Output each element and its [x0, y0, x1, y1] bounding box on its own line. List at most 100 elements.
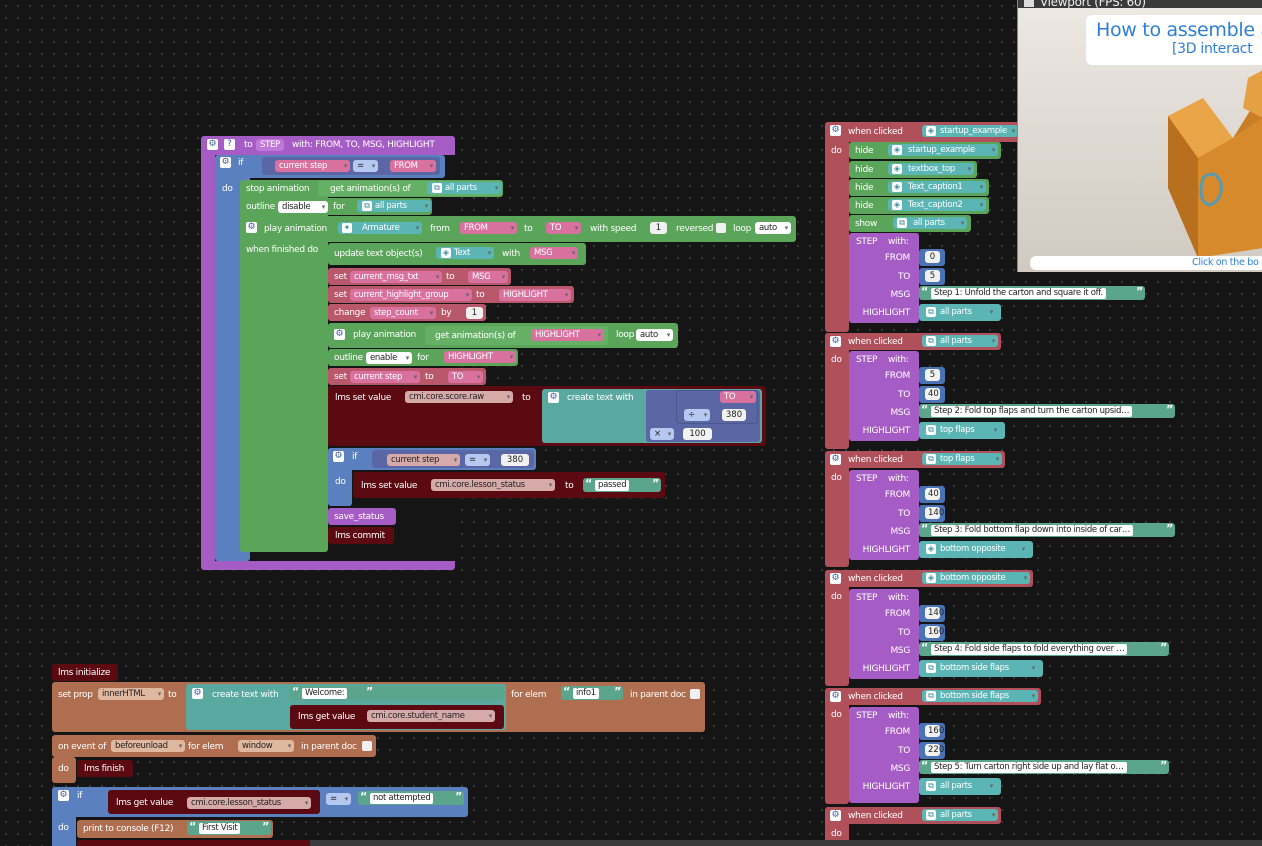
reversed-checkbox[interactable] [716, 223, 726, 233]
step-msg-text[interactable]: Step 3: Fold bottom flap down into insid… [931, 525, 1133, 536]
event-gear-icon[interactable]: ⚙ [830, 810, 841, 821]
event-gear-icon[interactable]: ⚙ [830, 454, 841, 465]
step-msg-string[interactable]: “Step 4: Fold side flaps to fold everyth… [919, 641, 1169, 656]
window-dropdown[interactable]: window [238, 740, 294, 752]
welcome-text[interactable]: Welcome: [302, 688, 348, 699]
event-block[interactable] [825, 570, 849, 686]
hide-caption1-field[interactable]: Text_caption1 [888, 181, 986, 193]
event-target-field[interactable]: bottom opposite [922, 572, 1030, 584]
in-parent-doc-checkbox[interactable] [690, 689, 700, 699]
by-value[interactable]: 1 [466, 307, 483, 319]
step-msg-text[interactable]: Step 2: Fold top flaps and turn the cart… [931, 406, 1133, 417]
step-from-value[interactable]: 40 [925, 488, 940, 500]
step-msg-string[interactable]: “Step 1: Unfold the carton and square it… [919, 285, 1145, 300]
event-gear-icon[interactable]: ⚙ [830, 573, 841, 584]
step-from-value[interactable]: 0 [925, 251, 940, 263]
viewport-panel[interactable]: Viewport (FPS: 60) How to assemble a [3D… [1017, 0, 1262, 272]
step-call-block[interactable] [849, 707, 919, 803]
loop-dropdown-2[interactable]: auto [636, 329, 673, 341]
var-to-2[interactable]: TO [448, 371, 483, 383]
loop-dropdown[interactable]: auto [755, 222, 791, 234]
student-name-dropdown[interactable]: cmi.core.student_name [367, 710, 495, 722]
var-to-3[interactable]: TO [720, 391, 756, 403]
val-100[interactable]: 100 [683, 428, 712, 440]
event-target-field[interactable]: bottom side flaps [922, 690, 1038, 702]
viewport-titlebar[interactable]: Viewport (FPS: 60) [1018, 0, 1262, 8]
event-gear-icon[interactable]: ⚙ [830, 691, 841, 702]
not-attempted-text[interactable]: not attempted [370, 793, 434, 804]
div-operator[interactable]: ÷ [684, 409, 710, 421]
not-attempted-string[interactable]: “not attempted” [358, 790, 464, 805]
inner-html-dropdown[interactable]: innerHTML [98, 688, 164, 700]
in-parent-doc-checkbox-2[interactable] [362, 741, 372, 751]
eq-operator[interactable]: = [353, 160, 378, 172]
step-to-value[interactable]: 5 [925, 270, 940, 282]
var-current-step[interactable]: current step [275, 160, 350, 172]
step-call-block[interactable] [849, 589, 919, 679]
var-current-step-3[interactable]: current step [387, 454, 460, 466]
var-current-step-2[interactable]: current step [350, 371, 420, 383]
step-highlight-field[interactable]: all parts [922, 780, 996, 792]
event-target-field[interactable]: all parts [922, 809, 998, 821]
passed-string[interactable]: “passed” [583, 477, 661, 492]
eq-operator[interactable]: = [465, 454, 490, 466]
step-msg-string[interactable]: “Step 2: Fold top flaps and turn the car… [919, 403, 1175, 418]
mul-operator[interactable]: × [650, 428, 674, 440]
speed-value[interactable]: 1 [650, 222, 667, 234]
step-msg-text[interactable]: Step 5: Turn carton right side up and la… [931, 762, 1127, 773]
step-highlight-field[interactable]: all parts [922, 306, 996, 318]
step-call-block[interactable] [849, 470, 919, 560]
var-msg[interactable]: MSG [530, 247, 578, 259]
step-call-block[interactable] [849, 351, 919, 441]
create-text-gear-icon[interactable]: ⚙ [192, 688, 203, 699]
play-anim-gear-icon[interactable]: ⚙ [334, 329, 345, 340]
val-380[interactable]: 380 [722, 409, 746, 421]
disable-dropdown[interactable]: disable [278, 201, 328, 213]
step-from-value[interactable]: 160 [925, 725, 944, 737]
step-from-value[interactable]: 5 [925, 369, 940, 381]
info1-string[interactable]: “info1” [561, 685, 623, 700]
step-to-value[interactable]: 40 [925, 388, 940, 400]
var-current-highlight[interactable]: current_highlight_group [350, 289, 472, 301]
step-to-value[interactable]: 220 [925, 744, 944, 756]
if-gear-icon[interactable]: ⚙ [58, 790, 69, 801]
passed-text[interactable]: passed [595, 480, 630, 491]
event-block[interactable] [825, 688, 849, 804]
enable-dropdown[interactable]: enable [366, 352, 412, 364]
show-all-parts-field[interactable]: all parts [893, 217, 967, 229]
eq-operator[interactable]: = [326, 793, 351, 805]
var-step-count[interactable]: step_count [370, 307, 436, 319]
event-block[interactable] [825, 451, 849, 567]
horizontal-scrollbar[interactable] [310, 840, 1262, 846]
var-msg-2[interactable]: MSG [468, 271, 508, 283]
lesson-status-dropdown[interactable]: cmi.core.lesson_status [431, 479, 555, 491]
step-msg-string[interactable]: “Step 3: Fold bottom flap down into insi… [919, 522, 1175, 537]
all-parts-field-2[interactable]: all parts [357, 200, 431, 212]
lesson-status-dropdown-2[interactable]: cmi.core.lesson_status [187, 797, 311, 809]
hide-textbox-field[interactable]: textbox_top [888, 163, 974, 175]
beforeunload-dropdown[interactable]: beforeunload [111, 740, 185, 752]
var-highlight[interactable]: HIGHLIGHT [499, 289, 571, 301]
help-icon[interactable]: ? [224, 139, 235, 150]
event-target-field[interactable]: top flaps [922, 453, 1002, 465]
step-msg-string[interactable]: “Step 5: Turn carton right side up and l… [919, 759, 1169, 774]
if-gear-icon[interactable]: ⚙ [333, 451, 344, 462]
score-raw-dropdown[interactable]: cmi.core.score.raw [405, 391, 513, 403]
event-gear-icon[interactable]: ⚙ [830, 336, 841, 347]
var-from[interactable]: FROM [390, 160, 436, 172]
var-from-2[interactable]: FROM [460, 222, 517, 234]
step-call-block[interactable] [849, 233, 919, 323]
first-visit-text[interactable]: First Visit [199, 823, 241, 834]
proc-name-field[interactable]: STEP [256, 139, 284, 151]
step-msg-text[interactable]: Step 1: Unfold the carton and square it … [931, 288, 1106, 299]
armature-field[interactable]: Armature [338, 222, 422, 234]
var-highlight-2[interactable]: HIGHLIGHT [531, 329, 604, 341]
hide-startup-field[interactable]: startup_example [888, 144, 998, 156]
first-visit-string[interactable]: “First Visit” [187, 820, 271, 835]
var-highlight-3[interactable]: HIGHLIGHT [444, 351, 516, 363]
play-anim-gear-icon[interactable]: ⚙ [246, 222, 257, 233]
step-to-value[interactable]: 140 [925, 507, 944, 519]
info1-text[interactable]: info1 [573, 688, 599, 699]
if-gear-icon[interactable]: ⚙ [220, 157, 231, 168]
step-from-value[interactable]: 140 [925, 607, 944, 619]
